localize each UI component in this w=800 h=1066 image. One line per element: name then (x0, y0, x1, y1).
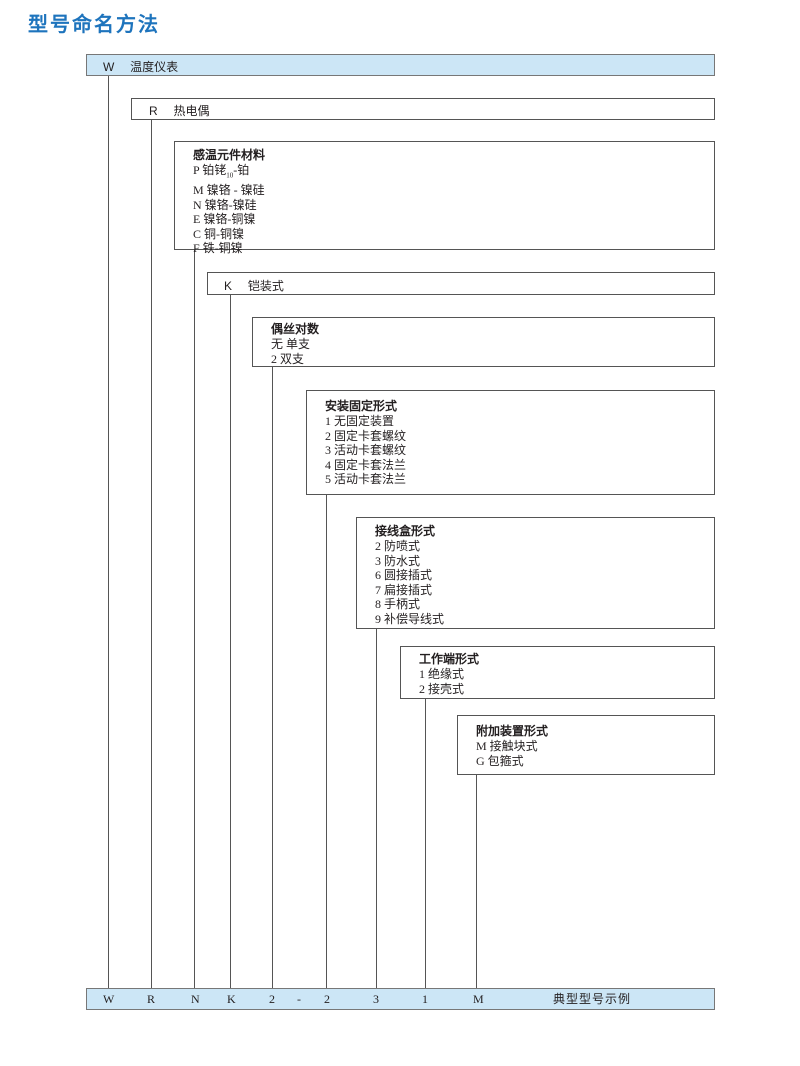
material-option: C 铜-铜镍 (193, 226, 245, 241)
working-end-option: 2 接壳式 (419, 681, 465, 696)
connector-armored (230, 295, 231, 988)
pairs-option: 2 双支 (271, 351, 305, 366)
junction-option: 2 防喷式 (375, 539, 421, 553)
material-option: P 铂铑10-铂 (193, 163, 250, 180)
material-option: N 镍铬-镍硅 (193, 197, 257, 212)
armored-row-k: K 铠装式 (207, 272, 715, 295)
connector-material (194, 250, 195, 988)
mounting-option: 2 固定卡套螺纹 (325, 428, 407, 443)
example-char: 1 (422, 992, 428, 1006)
material-option: M 镍铬 - 镍硅 (193, 182, 265, 197)
mounting-box: 安装固定形式 1 无固定装置 2 固定卡套螺纹 3 活动卡套螺纹 4 固定卡套法… (306, 390, 715, 495)
example-bar: W R N K 2 - 2 3 1 M 典型型号示例 (86, 988, 715, 1010)
pairs-title: 偶丝对数 (271, 322, 320, 336)
example-char: - (297, 992, 301, 1006)
working-end-option: 1 绝缘式 (419, 667, 465, 681)
example-char: K (227, 992, 236, 1006)
junction-option: 8 手柄式 (375, 597, 421, 612)
mounting-option: 3 活动卡套螺纹 (325, 443, 407, 458)
junction-option: 7 扁接插式 (375, 582, 433, 597)
mounting-option: 1 无固定装置 (325, 414, 395, 428)
accessory-title: 附加装置形式 (476, 724, 549, 738)
connector-accessory (476, 775, 477, 988)
junction-box: 接线盒形式 2 防喷式 3 防水式 6 圆接插式 7 扁接插式 8 手柄式 9 … (356, 517, 715, 629)
mounting-option: 5 活动卡套法兰 (325, 472, 407, 487)
header-code: W (103, 60, 115, 74)
type-row-r: R 热电偶 (131, 98, 715, 120)
material-option: F 铁-铜镍 (193, 241, 243, 256)
junction-option: 3 防水式 (375, 553, 421, 568)
type-label: 热电偶 (173, 104, 210, 118)
header-bar-w: W 温度仪表 (86, 54, 715, 76)
connector-w (108, 76, 109, 988)
accessory-box: 附加装置形式 M 接触块式 G 包箍式 (457, 715, 715, 775)
connector-mounting (326, 495, 327, 988)
material-option: E 镍铬-铜镍 (193, 212, 256, 227)
working-end-title: 工作端形式 (419, 652, 480, 666)
material-title: 感温元件材料 (193, 148, 266, 162)
pairs-box: 偶丝对数 无 单支 2 双支 (252, 317, 715, 367)
junction-option: 9 补偿导线式 (375, 611, 445, 626)
pairs-option: 无 单支 (271, 337, 311, 351)
armored-label: 铠装式 (247, 279, 284, 293)
example-label: 典型型号示例 (553, 992, 632, 1006)
connector-r (151, 120, 152, 988)
junction-title: 接线盒形式 (375, 524, 436, 538)
material-box: 感温元件材料 P 铂铑10-铂 M 镍铬 - 镍硅 N 镍铬-镍硅 E 镍铬-铜… (174, 141, 715, 255)
connector-working-end (425, 699, 426, 988)
type-code: R (149, 104, 158, 118)
connector-pairs (272, 367, 273, 988)
armored-code: K (224, 279, 233, 293)
connector-junction (376, 629, 377, 988)
example-char: 2 (324, 992, 330, 1006)
example-char: M (473, 992, 484, 1006)
example-char: 3 (373, 992, 379, 1006)
example-char: 2 (269, 992, 275, 1006)
mounting-title: 安装固定形式 (325, 399, 398, 413)
example-char: W (103, 992, 115, 1006)
header-label: 温度仪表 (130, 60, 179, 74)
example-char: R (147, 992, 156, 1006)
example-char: N (191, 992, 200, 1006)
junction-option: 6 圆接插式 (375, 568, 433, 583)
page-title: 型号命名方法 (28, 12, 160, 36)
accessory-option: M 接触块式 (476, 739, 538, 753)
accessory-option: G 包箍式 (476, 753, 524, 768)
mounting-option: 4 固定卡套法兰 (325, 457, 407, 472)
working-end-box: 工作端形式 1 绝缘式 2 接壳式 (400, 646, 715, 699)
